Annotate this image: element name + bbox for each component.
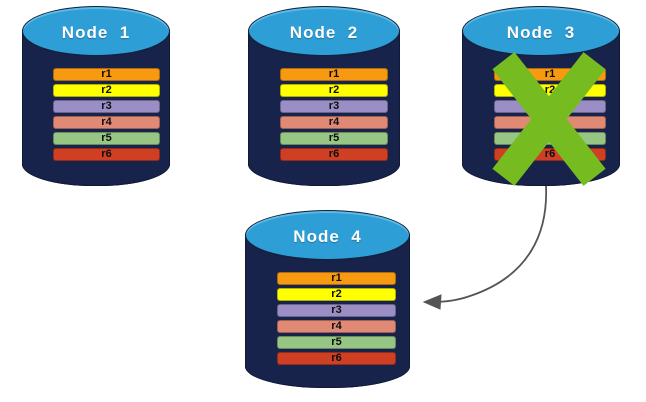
node-4-row-list: r1 r2 r3 r4 r5 r6 [277, 272, 396, 365]
node-2-row-r5[interactable]: r5 [280, 132, 388, 145]
node-1[interactable]: Node 1 r1 r2 r3 r4 r5 r6 [22, 6, 170, 186]
replacement-arrow-head [422, 294, 442, 310]
node-4-row-r3[interactable]: r3 [277, 304, 396, 317]
node-4[interactable]: Node 4 r1 r2 r3 r4 r5 r6 [245, 210, 410, 388]
node-1-row-r1[interactable]: r1 [53, 68, 160, 81]
node-3-row-r5[interactable]: r5 [494, 132, 606, 145]
node-1-row-r2[interactable]: r2 [53, 84, 160, 97]
node-1-row-r3[interactable]: r3 [53, 100, 160, 113]
node-4-row-r6[interactable]: r6 [277, 352, 396, 365]
node-3-row-r3[interactable]: r3 [494, 100, 606, 113]
node-4-row-r5[interactable]: r5 [277, 336, 396, 349]
node-4-row-r1[interactable]: r1 [277, 272, 396, 285]
replacement-arrow-line [431, 185, 547, 303]
node-2-row-r4[interactable]: r4 [280, 116, 388, 129]
node-2[interactable]: Node 2 r1 r2 r3 r4 r5 r6 [248, 6, 400, 186]
node-1-cylinder-top [22, 6, 170, 56]
node-3-cylinder-top [462, 6, 620, 56]
node-1-row-r4[interactable]: r4 [53, 116, 160, 129]
node-2-row-r1[interactable]: r1 [280, 68, 388, 81]
node-1-row-list: r1 r2 r3 r4 r5 r6 [53, 68, 160, 161]
node-4-cylinder-top [245, 210, 410, 260]
node-1-row-r5[interactable]: r5 [53, 132, 160, 145]
node-2-row-list: r1 r2 r3 r4 r5 r6 [280, 68, 388, 161]
node-4-row-r2[interactable]: r2 [277, 288, 396, 301]
node-2-row-r2[interactable]: r2 [280, 84, 388, 97]
node-3-row-r4[interactable]: r4 [494, 116, 606, 129]
node-3[interactable]: Node 3 r1 r2 r3 r4 r5 r6 [462, 6, 620, 186]
node-4-row-r4[interactable]: r4 [277, 320, 396, 333]
node-1-row-r6[interactable]: r6 [53, 148, 160, 161]
node-2-cylinder-top [248, 6, 400, 56]
node-3-row-r2[interactable]: r2 [494, 84, 606, 97]
node-2-row-r3[interactable]: r3 [280, 100, 388, 113]
node-2-row-r6[interactable]: r6 [280, 148, 388, 161]
node-3-row-r6[interactable]: r6 [494, 148, 606, 161]
node-3-row-r1[interactable]: r1 [494, 68, 606, 81]
node-3-row-list: r1 r2 r3 r4 r5 r6 [494, 68, 606, 161]
